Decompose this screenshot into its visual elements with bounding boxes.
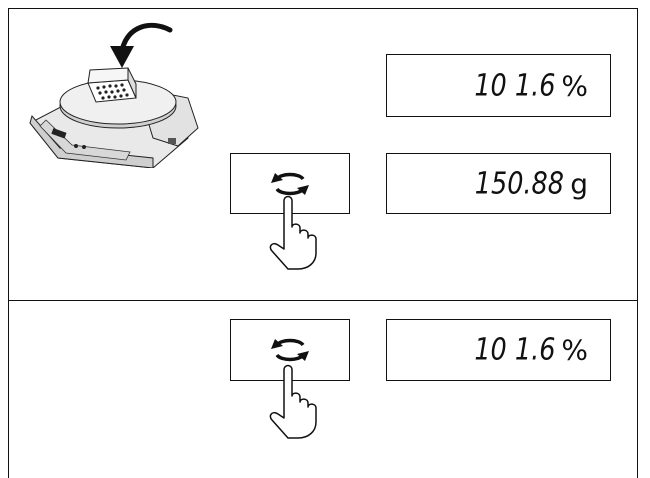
display-panel-1: 10 1.6% [386,54,611,117]
display-value-1: 10 1.6 [474,68,556,103]
display-unit-1: % [561,69,588,102]
display-unit-2: g [570,167,588,200]
toggle-arrows-icon [271,172,309,195]
display-unit-3: % [561,333,588,367]
pointing-hand-icon [269,364,317,439]
balance-with-sample-icon [29,67,199,168]
display-readout-1: 10 1.6% [460,68,588,103]
display-readout-3: 10 1.6% [460,333,588,368]
pointing-hand-icon [269,195,317,270]
toggle-arrows-icon [271,338,309,362]
section-divider [8,300,638,301]
display-value-2: 150.88 [474,166,565,201]
diagram-frame [8,8,638,478]
curved-arrow-icon [110,22,173,68]
display-panel-3: 10 1.6% [386,319,611,381]
display-value-3: 10 1.6 [474,332,556,368]
